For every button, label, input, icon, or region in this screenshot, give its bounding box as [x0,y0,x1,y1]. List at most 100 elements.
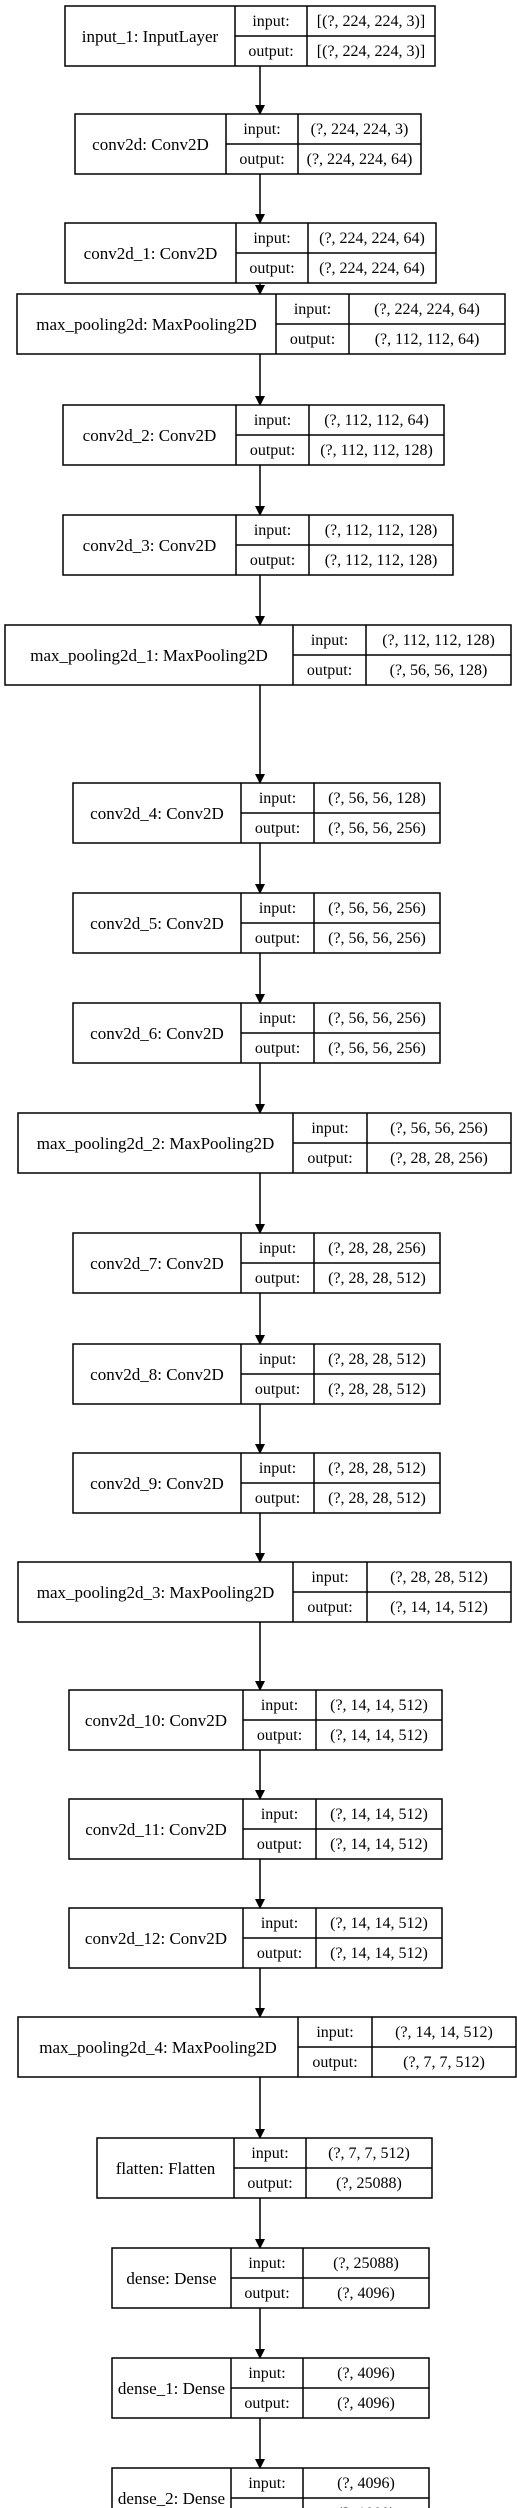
layer-node: conv2d_8: Conv2D input: (?, 28, 28, 512) ou… [72,1343,441,1405]
output-label: output: [250,442,295,459]
layer-name: conv2d_3: Conv2D [83,536,217,555]
output-shape: (?, 28, 28, 512) [328,1490,426,1507]
output-label: output: [307,662,352,679]
layer-name: conv2d_4: Conv2D [90,804,224,823]
output-shape: (?, 112, 112, 128) [325,552,438,569]
input-label: input: [254,412,291,429]
layer-name: flatten: Flatten [116,2159,216,2178]
layer-node: max_pooling2d_4: MaxPooling2D input: (?, 1… [17,2016,517,2078]
output-label: output: [257,1727,302,1744]
input-label: input: [261,1915,298,1932]
output-label: output: [255,1381,300,1398]
input-label: input: [311,632,348,649]
input-shape: (?, 28, 28, 512) [390,1569,488,1586]
layer-name: max_pooling2d_4: MaxPooling2D [39,2038,277,2057]
output-shape: (?, 56, 56, 128) [390,662,488,679]
input-shape: (?, 28, 28, 256) [328,1240,426,1257]
layer-name: conv2d_9: Conv2D [90,1474,224,1493]
output-label: output: [307,1150,352,1167]
output-label: output: [248,43,293,60]
layer-name: input_1: InputLayer [82,27,219,46]
output-shape: (?, 112, 112, 64) [375,331,480,348]
output-label: output: [312,2054,357,2071]
layer-name: dense: Dense [126,2269,216,2288]
layer-node: conv2d_12: Conv2D input: (?, 14, 14, 512) o… [68,1907,443,1969]
output-shape: (?, 28, 28, 512) [328,1270,426,1287]
output-shape: (?, 7, 7, 512) [403,2054,485,2071]
input-label: input: [261,1806,298,1823]
input-label: input: [261,1697,298,1714]
input-label: input: [248,2365,285,2382]
layer-name: max_pooling2d: MaxPooling2D [36,315,257,334]
input-shape: (?, 14, 14, 512) [395,2024,493,2041]
layer-name: conv2d_1: Conv2D [84,244,218,263]
layer-name: conv2d_5: Conv2D [90,914,224,933]
layer-box [111,2467,430,2508]
layer-name: conv2d_6: Conv2D [90,1024,224,1043]
output-shape: (?, 56, 56, 256) [328,1040,426,1057]
output-label: output: [255,1270,300,1287]
output-shape: (?, 224, 224, 64) [307,151,413,168]
output-shape: (?, 4096) [337,2285,395,2302]
input-shape: (?, 112, 112, 128) [382,632,495,649]
output-label: output: [247,2175,292,2192]
output-shape: (?, 1000) [337,2505,395,2508]
input-shape: (?, 14, 14, 512) [330,1915,428,1932]
output-label: output: [257,1945,302,1962]
output-shape: (?, 28, 28, 256) [390,1150,488,1167]
input-label: input: [253,230,290,247]
output-shape: (?, 28, 28, 512) [328,1381,426,1398]
layer-node: conv2d_2: Conv2D input: (?, 112, 112, 64) o… [62,404,445,466]
input-shape: (?, 112, 112, 64) [324,412,429,429]
layer-name: max_pooling2d_1: MaxPooling2D [30,646,268,665]
output-shape: (?, 25088) [336,2175,402,2192]
output-label: output: [255,820,300,837]
layer-name: conv2d_7: Conv2D [90,1254,224,1273]
input-label: input: [316,2024,353,2041]
input-label: input: [243,121,280,138]
input-label: input: [259,1351,296,1368]
input-shape: (?, 4096) [337,2365,395,2382]
input-shape: (?, 28, 28, 512) [328,1351,426,1368]
input-shape: (?, 56, 56, 256) [328,900,426,917]
layer-name: max_pooling2d_2: MaxPooling2D [37,1134,275,1153]
output-shape: (?, 224, 224, 64) [319,260,425,277]
input-shape: (?, 56, 56, 128) [328,790,426,807]
input-shape: (?, 224, 224, 3) [311,121,409,138]
layer-name: conv2d_8: Conv2D [90,1365,224,1384]
layer-name: conv2d_12: Conv2D [85,1929,227,1948]
input-shape: (?, 14, 14, 512) [330,1806,428,1823]
layer-name: dense_2: Dense [118,2489,225,2508]
output-shape: (?, 56, 56, 256) [328,930,426,947]
layer-name: max_pooling2d_3: MaxPooling2D [37,1583,275,1602]
input-label: input: [259,900,296,917]
layer-name: conv2d_2: Conv2D [83,426,217,445]
layer-name: dense_1: Dense [118,2379,225,2398]
input-label: input: [248,2475,285,2492]
output-label: output: [250,552,295,569]
input-label: input: [251,2145,288,2162]
input-label: input: [259,1010,296,1027]
output-label: output: [255,1490,300,1507]
output-label: output: [290,331,335,348]
output-shape: (?, 14, 14, 512) [330,1727,428,1744]
input-shape: (?, 14, 14, 512) [330,1697,428,1714]
layer-node: max_pooling2d_1: MaxPooling2D input: (?, 1… [4,624,512,686]
output-shape: (?, 14, 14, 512) [390,1599,488,1616]
output-label: output: [244,2285,289,2302]
